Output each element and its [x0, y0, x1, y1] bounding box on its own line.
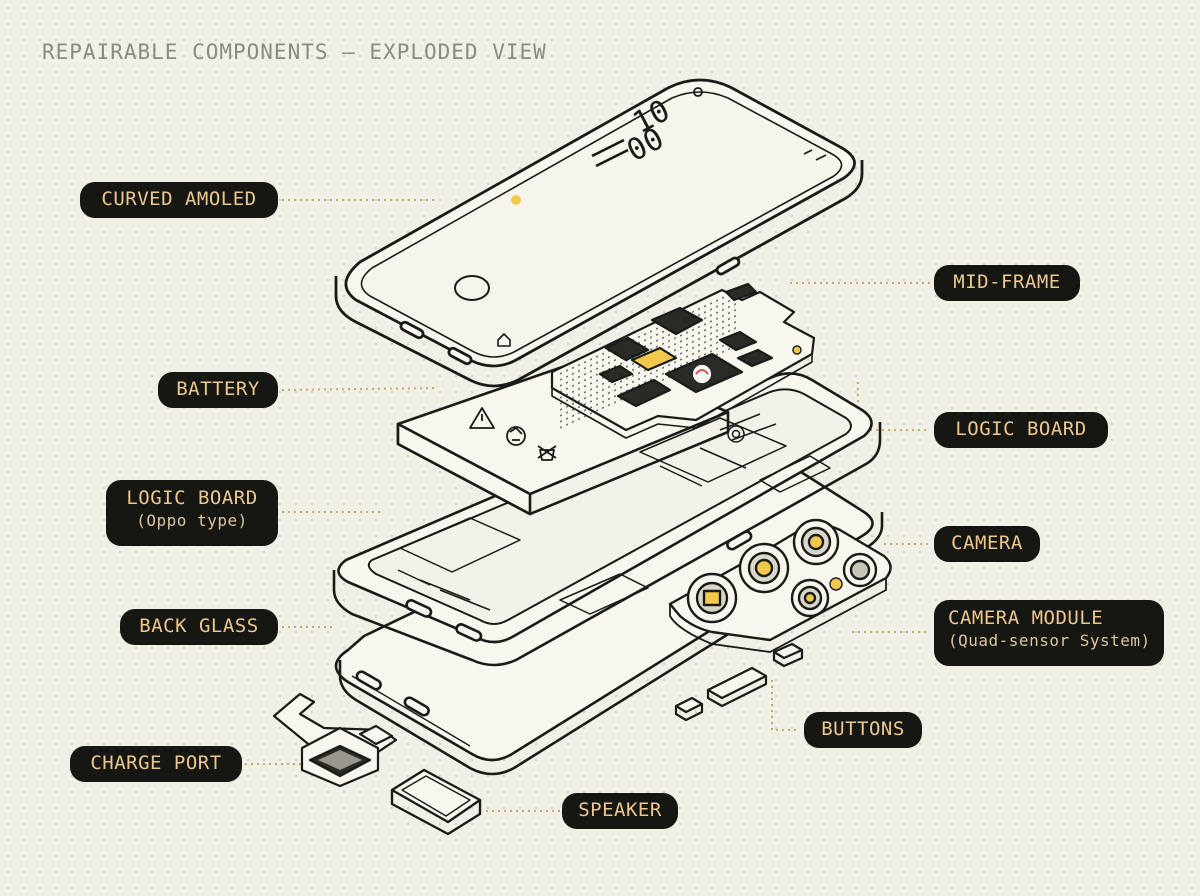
callout-mid-frame: MID-FRAME [934, 265, 1080, 301]
callout-camera-module: CAMERA MODULE (Quad-sensor System) [934, 600, 1164, 666]
callout-logic-board-left: LOGIC BOARD (Oppo type) [106, 480, 278, 546]
callout-logic-board-left-sub: (Oppo type) [136, 511, 248, 530]
callout-curved-amoled-text: CURVED AMOLED [101, 188, 257, 210]
callout-charge-port-text: CHARGE PORT [90, 752, 222, 774]
callout-battery: BATTERY [158, 372, 278, 408]
page-title: REPAIRABLE COMPONENTS – EXPLODED VIEW [42, 40, 547, 64]
speaker-part [390, 768, 482, 836]
callout-logic-board-left-text: LOGIC BOARD [126, 487, 258, 509]
callout-charge-port: CHARGE PORT [70, 746, 242, 782]
callout-back-glass: BACK GLASS [120, 609, 278, 645]
charge-port-part [272, 692, 398, 788]
buttons-part [674, 642, 804, 722]
callout-back-glass-text: BACK GLASS [139, 615, 259, 637]
curved-amoled-part [334, 78, 864, 388]
camera-module-part [668, 518, 892, 653]
callout-mid-frame-text: MID-FRAME [953, 271, 1061, 293]
callout-camera-text: CAMERA [951, 532, 1023, 554]
callout-logic-board-right-text: LOGIC BOARD [955, 418, 1087, 440]
callout-speaker-text: SPEAKER [578, 799, 662, 821]
mid-frame-part [332, 372, 882, 667]
callout-battery-text: BATTERY [176, 378, 260, 400]
callout-logic-board-right: LOGIC BOARD [934, 412, 1108, 448]
back-glass-part [334, 451, 884, 776]
callout-camera-module-sub: (Quad-sensor System) [948, 631, 1151, 650]
callout-buttons-text: BUTTONS [821, 718, 905, 740]
callout-camera: CAMERA [934, 526, 1040, 562]
callout-camera-module-text: CAMERA MODULE [948, 607, 1104, 629]
camera-lenses [686, 518, 878, 624]
callout-buttons: BUTTONS [804, 712, 922, 748]
logic-board-part [550, 282, 816, 439]
callout-curved-amoled: CURVED AMOLED [80, 182, 278, 218]
callout-speaker: SPEAKER [562, 793, 678, 829]
